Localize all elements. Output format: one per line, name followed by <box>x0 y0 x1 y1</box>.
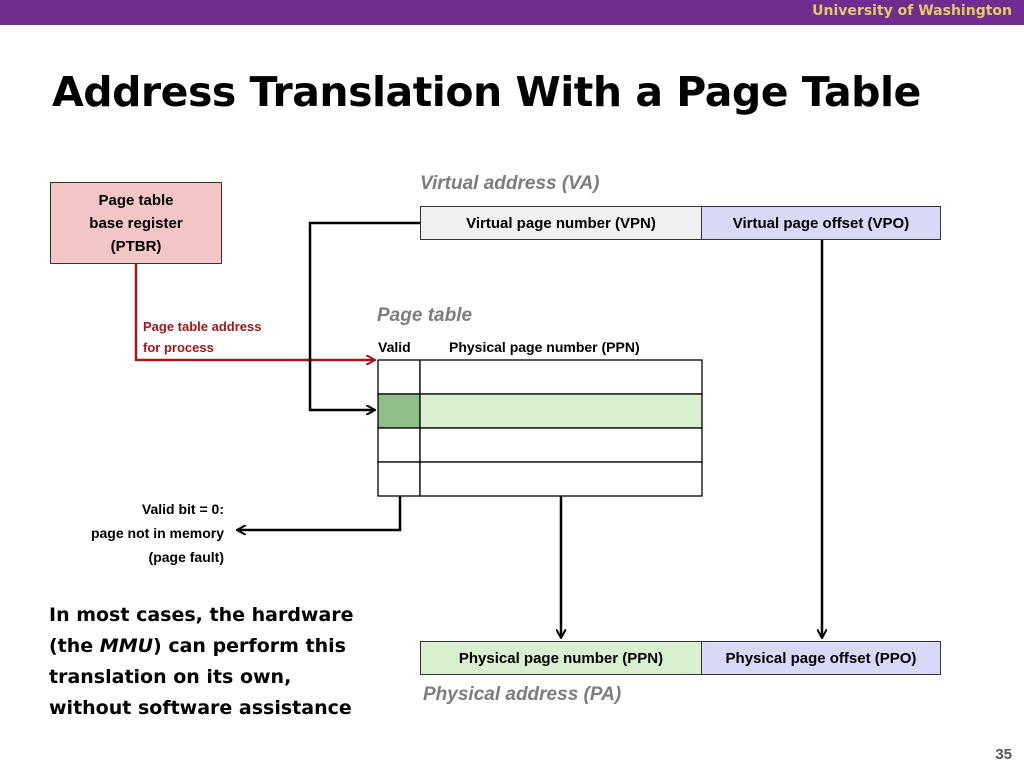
ptbr-line1: Page table <box>98 191 174 209</box>
vpo-label: Virtual page offset (VPO) <box>732 214 910 232</box>
page-table-address-label: Page table address for process <box>143 316 262 358</box>
university-name: University of Washington <box>812 3 1012 19</box>
vpn-field: Virtual page number (VPN) <box>420 206 702 240</box>
header-bar: University of Washington <box>0 0 1024 25</box>
vpn-label: Virtual page number (VPN) <box>466 214 656 232</box>
page-table-ppn-cell-selected <box>419 393 703 429</box>
valid-note-line1: Valid bit = 0: <box>141 501 224 517</box>
valid-note-line2: page not in memory <box>90 525 224 541</box>
page-table-row <box>419 359 703 395</box>
valid-bit-note: Valid bit = 0: page not in memory (page … <box>91 497 224 569</box>
mmu-note-line2-post: ) can perform this <box>153 635 346 657</box>
mmu-note-line2: (the MMU) can perform this <box>49 631 354 662</box>
mmu-term: MMU <box>99 635 154 657</box>
vpo-field: Virtual page offset (VPO) <box>701 206 941 240</box>
ptbr-to-page-table-arrow <box>134 264 374 360</box>
mmu-note-line1: In most cases, the hardware <box>49 604 354 626</box>
mmu-note-line2-pre: (the <box>49 635 100 657</box>
valid-bit-arrow <box>238 410 402 530</box>
virtual-address-caption: Virtual address (VA) <box>420 173 600 194</box>
slide-title: Address Translation With a Page Table <box>52 68 921 116</box>
slide-number: 35 <box>995 746 1012 763</box>
ppn-label: Physical page number (PPN) <box>458 649 664 667</box>
valid-note-line3: (page fault) <box>148 549 224 565</box>
page-table-grid <box>377 359 703 497</box>
ppo-field: Physical page offset (PPO) <box>701 641 941 675</box>
page-table-caption: Page table <box>377 305 473 326</box>
page-table-valid-cell-selected <box>377 393 421 429</box>
page-table-row <box>419 427 703 463</box>
ppn-field: Physical page number (PPN) <box>420 641 702 675</box>
physical-address-caption: Physical address (PA) <box>423 684 622 705</box>
page-table-address-line2: for process <box>143 340 214 355</box>
ppn-column-header: Physical page number (PPN) <box>449 339 640 355</box>
mmu-note-line3: translation on its own, <box>49 666 292 688</box>
ptbr-line3: (PTBR) <box>110 237 162 255</box>
mmu-note-line4: without software assistance <box>49 697 352 719</box>
vpn-to-entry-arrow <box>308 221 420 410</box>
ppo-label: Physical page offset (PPO) <box>725 649 917 667</box>
valid-column-header: Valid <box>378 339 411 355</box>
ptbr-box: Page table base register (PTBR) <box>50 182 222 264</box>
page-table-row <box>377 359 421 395</box>
page-table-row <box>377 427 421 463</box>
ptbr-line2: base register <box>89 214 183 232</box>
page-table-row <box>377 461 421 497</box>
mmu-note: In most cases, the hardware (the MMU) ca… <box>49 600 354 724</box>
page-table-row <box>419 461 703 497</box>
page-table-address-line1: Page table address <box>143 319 262 334</box>
